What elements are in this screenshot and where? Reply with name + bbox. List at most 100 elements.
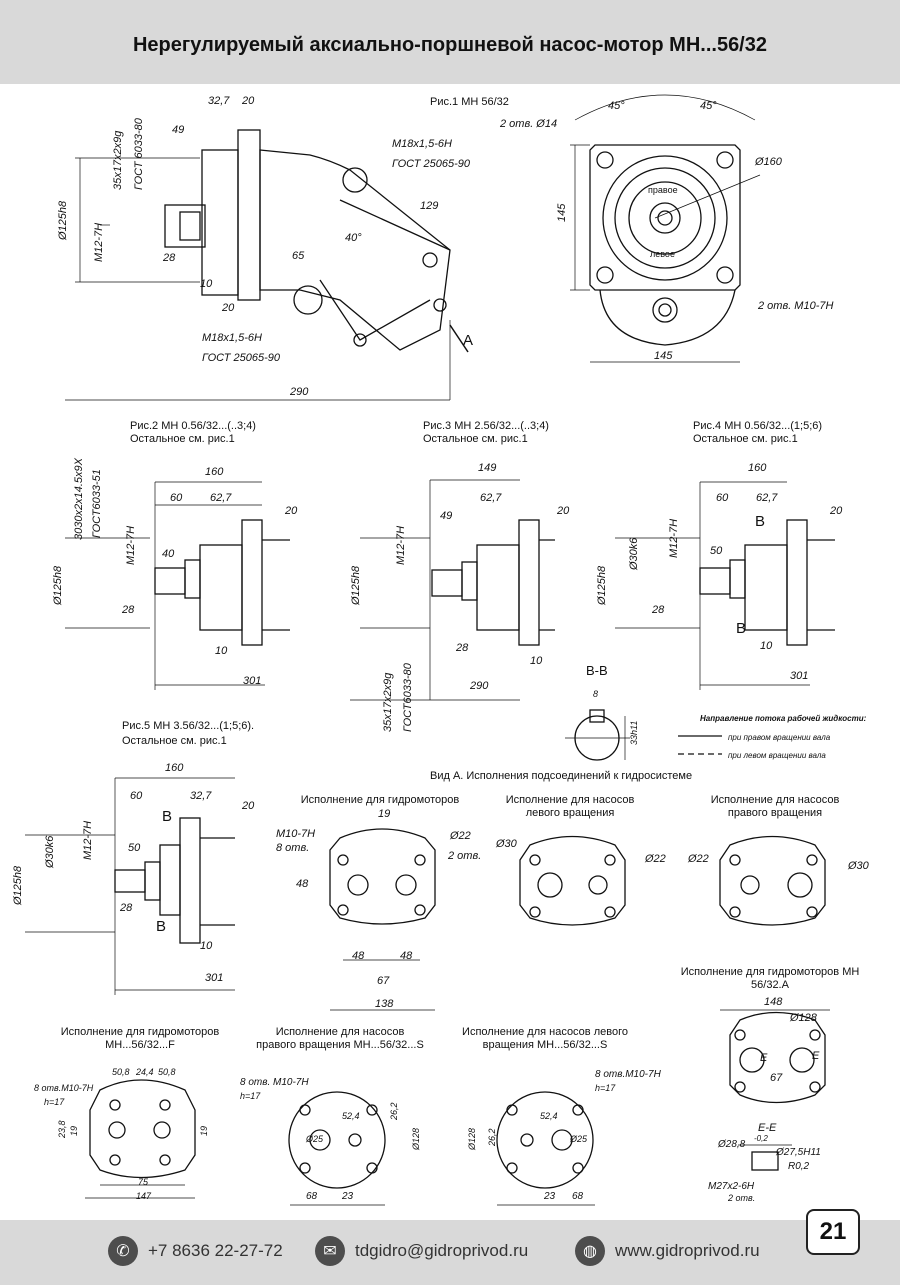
variant-a-drawing <box>720 1009 830 1171</box>
dim-label: 50,8 <box>158 1067 176 1077</box>
dim-label: 28 <box>120 902 133 914</box>
dim-label: E <box>812 1050 820 1062</box>
fig5-view <box>25 777 235 995</box>
dim-label: Ø30 <box>848 860 869 872</box>
dim-label: 65 <box>292 250 305 262</box>
section-marker: B <box>736 620 747 637</box>
dim-label: Ø25 <box>306 1134 324 1144</box>
dim-label: 50 <box>710 545 723 557</box>
dim-label: 67 <box>770 1072 783 1084</box>
variant-s-left-drawing <box>496 1091 595 1206</box>
dim-label: 52,4 <box>540 1111 558 1121</box>
dim-label: Ø30k6 <box>44 835 56 868</box>
dim-label: 10 <box>215 645 228 657</box>
dim-label: M18x1,5-6H <box>392 138 452 150</box>
phone-icon: ✆ <box>108 1236 138 1266</box>
dim-label: Ø128 <box>790 1012 817 1024</box>
dim-label: 160 <box>748 462 767 474</box>
dim-label: 60 <box>130 790 143 802</box>
fig2-note: Остальное см. рис.1 <box>130 433 235 445</box>
dim-label: 40° <box>345 232 362 244</box>
variant-motors-drawing <box>329 828 436 1011</box>
fig3-view <box>350 479 555 701</box>
dim-label: 8 отв.M10-7H <box>34 1083 94 1093</box>
flow-legend-right: при правом вращении вала <box>728 733 831 742</box>
dim-label: правое <box>648 185 678 195</box>
flow-legend-lines <box>678 735 722 755</box>
fig1-caption: Рис.1 МН 56/32 <box>430 96 509 108</box>
fig3-caption: Рис.3 МН 2.56/32...(..3;4) <box>423 420 549 432</box>
dim-label: 301 <box>790 670 809 682</box>
variant-f-title: Исполнение для гидромоторов МН...56/32..… <box>60 1026 220 1051</box>
fig3-note: Остальное см. рис.1 <box>423 433 528 445</box>
dim-label: M12-7H <box>125 525 137 565</box>
dim-label: 290 <box>290 386 309 398</box>
variant-right-pumps-drawing <box>719 835 826 926</box>
dim-label: 19 <box>199 1125 209 1136</box>
variant-s-left-title: Исполнение для насосов левого вращения М… <box>462 1026 628 1051</box>
dim-label: 24,4 <box>136 1067 154 1077</box>
dim-label: 52,4 <box>342 1111 360 1121</box>
dim-label: 10 <box>760 640 773 652</box>
dim-label: 301 <box>205 972 224 984</box>
dim-label: 62,7 <box>210 492 232 504</box>
page-number: 21 <box>806 1209 860 1255</box>
dim-label: 138 <box>375 998 394 1010</box>
dim-label: 75 <box>138 1177 149 1187</box>
dim-label: 290 <box>470 680 489 692</box>
dim-label: 149 <box>478 462 497 474</box>
section-marker: B <box>162 808 173 825</box>
dim-label: E-E <box>758 1122 777 1134</box>
email-text: tdgidro@gidroprivod.ru <box>355 1241 529 1260</box>
dim-label: Ø128 <box>467 1127 477 1150</box>
section-marker: B <box>755 513 766 530</box>
dim-label: 62,7 <box>756 492 778 504</box>
dim-label: 10 <box>530 655 543 667</box>
dim-label: Ø30 <box>496 838 517 850</box>
dim-label: Ø125h8 <box>596 565 608 605</box>
page-footer <box>0 1220 900 1285</box>
section-bb <box>565 709 630 761</box>
fig4-view <box>615 481 835 690</box>
dim-label: 45° <box>608 100 625 112</box>
dim-label: 68 <box>306 1191 318 1202</box>
dim-label: ГОСТ 25065-90 <box>202 352 281 364</box>
fig1-side-view <box>65 129 469 401</box>
flow-legend-title: Направление потока рабочей жидкости: <box>700 714 867 723</box>
dim-label: M18x1,5-6H <box>202 332 262 344</box>
dim-label: 20 <box>222 302 235 314</box>
section-marker: B <box>156 918 167 935</box>
dim-label: Ø125h8 <box>12 865 24 905</box>
dim-label: 20 <box>285 505 298 517</box>
dim-label: 2 отв. <box>448 850 482 862</box>
dim-label: h=17 <box>595 1083 616 1093</box>
dim-label: 48 <box>296 878 309 890</box>
contact-web[interactable]: ◍ www.gidroprivod.ru <box>575 1236 760 1266</box>
dim-label: 50 <box>128 842 141 854</box>
dim-label: h=17 <box>44 1097 65 1107</box>
variant-a-title: Исполнение для гидромоторов МН 56/32.А <box>680 966 860 991</box>
fig4-note: Остальное см. рис.1 <box>693 433 798 445</box>
view-a-title: Вид А. Исполнения подсоединений к гидрос… <box>430 770 693 782</box>
contact-email[interactable]: ✉ tdgidro@gidroprivod.ru <box>315 1236 529 1266</box>
contact-phone[interactable]: ✆ +7 8636 22-27-72 <box>108 1236 283 1266</box>
dim-label: 60 <box>170 492 183 504</box>
dim-label: 35x17x2x9g <box>382 672 394 732</box>
dim-label: 33h11 <box>629 720 639 745</box>
dim-label: 26,2 <box>389 1102 399 1120</box>
dim-label: 10 <box>200 278 213 290</box>
dim-label: Ø30k6 <box>628 537 640 570</box>
dim-label: 32,7 <box>208 95 230 107</box>
dim-label: M12-7H <box>93 222 105 262</box>
dim-label: Ø28,8 <box>718 1139 746 1150</box>
dim-label: Ø22 <box>688 853 709 865</box>
dim-label: M27x2-6H <box>708 1181 755 1192</box>
dim-label: 20 <box>242 800 255 812</box>
dim-label: 2 отв. M10-7H <box>758 300 834 312</box>
dim-label: Ø27,5H11 <box>776 1147 821 1158</box>
dim-label: 3030x2x14.5x9X <box>73 458 85 540</box>
dim-label: ГОСТ6033-51 <box>91 469 103 538</box>
dim-label: 28 <box>163 252 176 264</box>
dim-label: 48 <box>400 950 413 962</box>
